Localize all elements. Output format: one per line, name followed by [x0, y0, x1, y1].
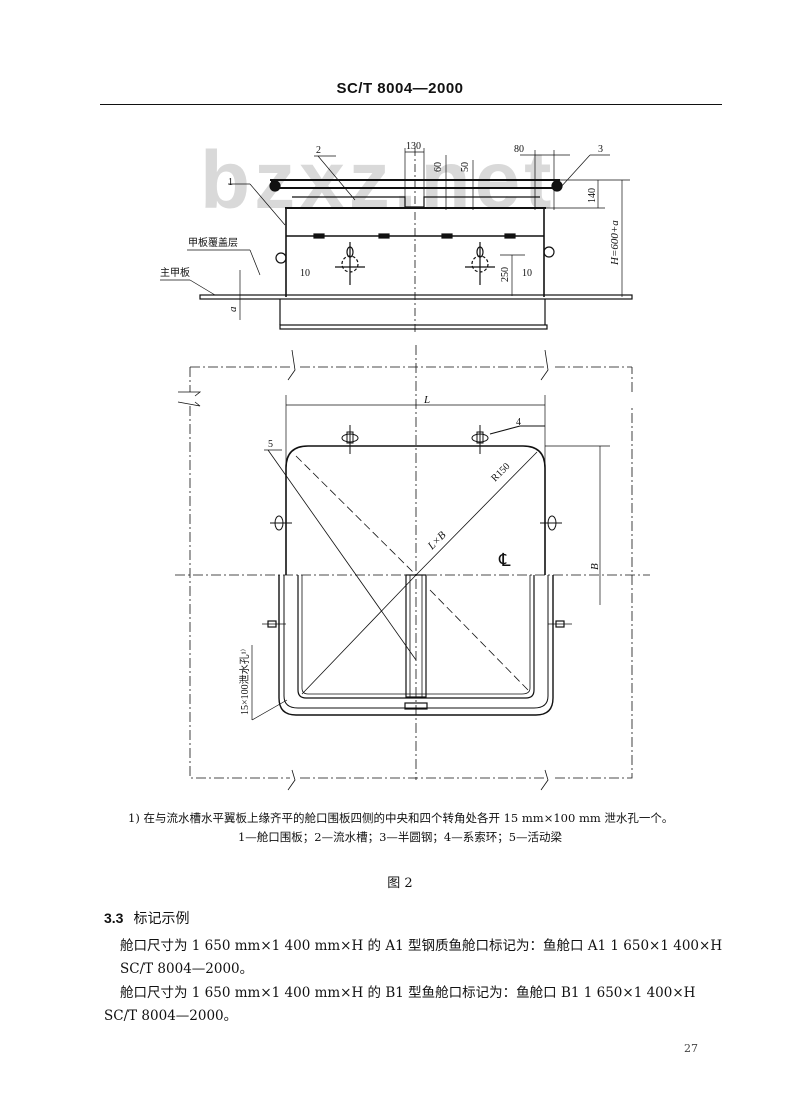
- section-title: 标记示例: [133, 911, 190, 927]
- paragraph-line: 舱口尺寸为 1 650 mm×1 400 mm×H 的 A1 型钢质鱼舱口标记为…: [120, 938, 723, 954]
- svg-text:140: 140: [587, 188, 598, 203]
- figure-caption: 图 2: [387, 876, 413, 891]
- section-heading: 3.3 标记示例: [104, 908, 189, 928]
- svg-text:60: 60: [433, 162, 444, 172]
- paragraph-line: SC/T 8004—2000。: [104, 1008, 238, 1024]
- svg-text:10: 10: [300, 268, 310, 279]
- figure-legend: 1—舱口围板；2—流水槽；3—半圆钢；4—系索环；5—活动梁: [237, 830, 563, 844]
- svg-text:a: a: [227, 306, 239, 312]
- standard-code-header: SC/T 8004—2000: [336, 80, 464, 97]
- svg-text:甲板覆盖层: 甲板覆盖层: [188, 236, 238, 249]
- svg-text:3: 3: [598, 144, 603, 155]
- svg-text:4: 4: [516, 417, 521, 428]
- paragraph-line: 舱口尺寸为 1 650 mm×1 400 mm×H 的 B1 型鱼舱口标记为：鱼…: [120, 985, 696, 1001]
- svg-text:L×B: L×B: [425, 529, 449, 553]
- svg-text:10: 10: [522, 268, 532, 279]
- hatch-drawing-figure: bzxz.net: [160, 135, 650, 791]
- plan-view: [175, 345, 650, 791]
- elevation-labels: 1 2 3 130 80 60 50 140 H=600+a 250 10 10…: [160, 141, 621, 312]
- svg-text:℄: ℄: [498, 550, 511, 571]
- svg-text:80: 80: [514, 144, 524, 155]
- svg-text:2: 2: [316, 145, 321, 156]
- page-number: 27: [684, 1042, 698, 1055]
- section-number: 3.3: [104, 910, 124, 926]
- elevation-view: [160, 148, 633, 335]
- plan-labels: L 4 5 R150 L×B ℄ B 15×100泄水孔¹⁾: [238, 394, 601, 715]
- svg-text:5: 5: [268, 439, 273, 450]
- svg-text:L: L: [423, 394, 430, 406]
- header-rule: [100, 104, 722, 105]
- svg-text:1: 1: [228, 177, 233, 188]
- svg-text:250: 250: [500, 267, 511, 282]
- figure-footnote: 1) 在与流水槽水平翼板上缘齐平的舱口围板四侧的中央和四个转角处各开 15 mm…: [128, 811, 674, 825]
- paragraph-line: SC/T 8004—2000。: [120, 961, 254, 977]
- svg-text:主甲板: 主甲板: [160, 266, 190, 279]
- svg-text:B: B: [589, 563, 601, 570]
- svg-text:130: 130: [406, 141, 421, 152]
- svg-text:H=600+a: H=600+a: [609, 220, 621, 266]
- svg-text:15×100泄水孔¹⁾: 15×100泄水孔¹⁾: [238, 649, 251, 715]
- svg-text:50: 50: [460, 162, 471, 172]
